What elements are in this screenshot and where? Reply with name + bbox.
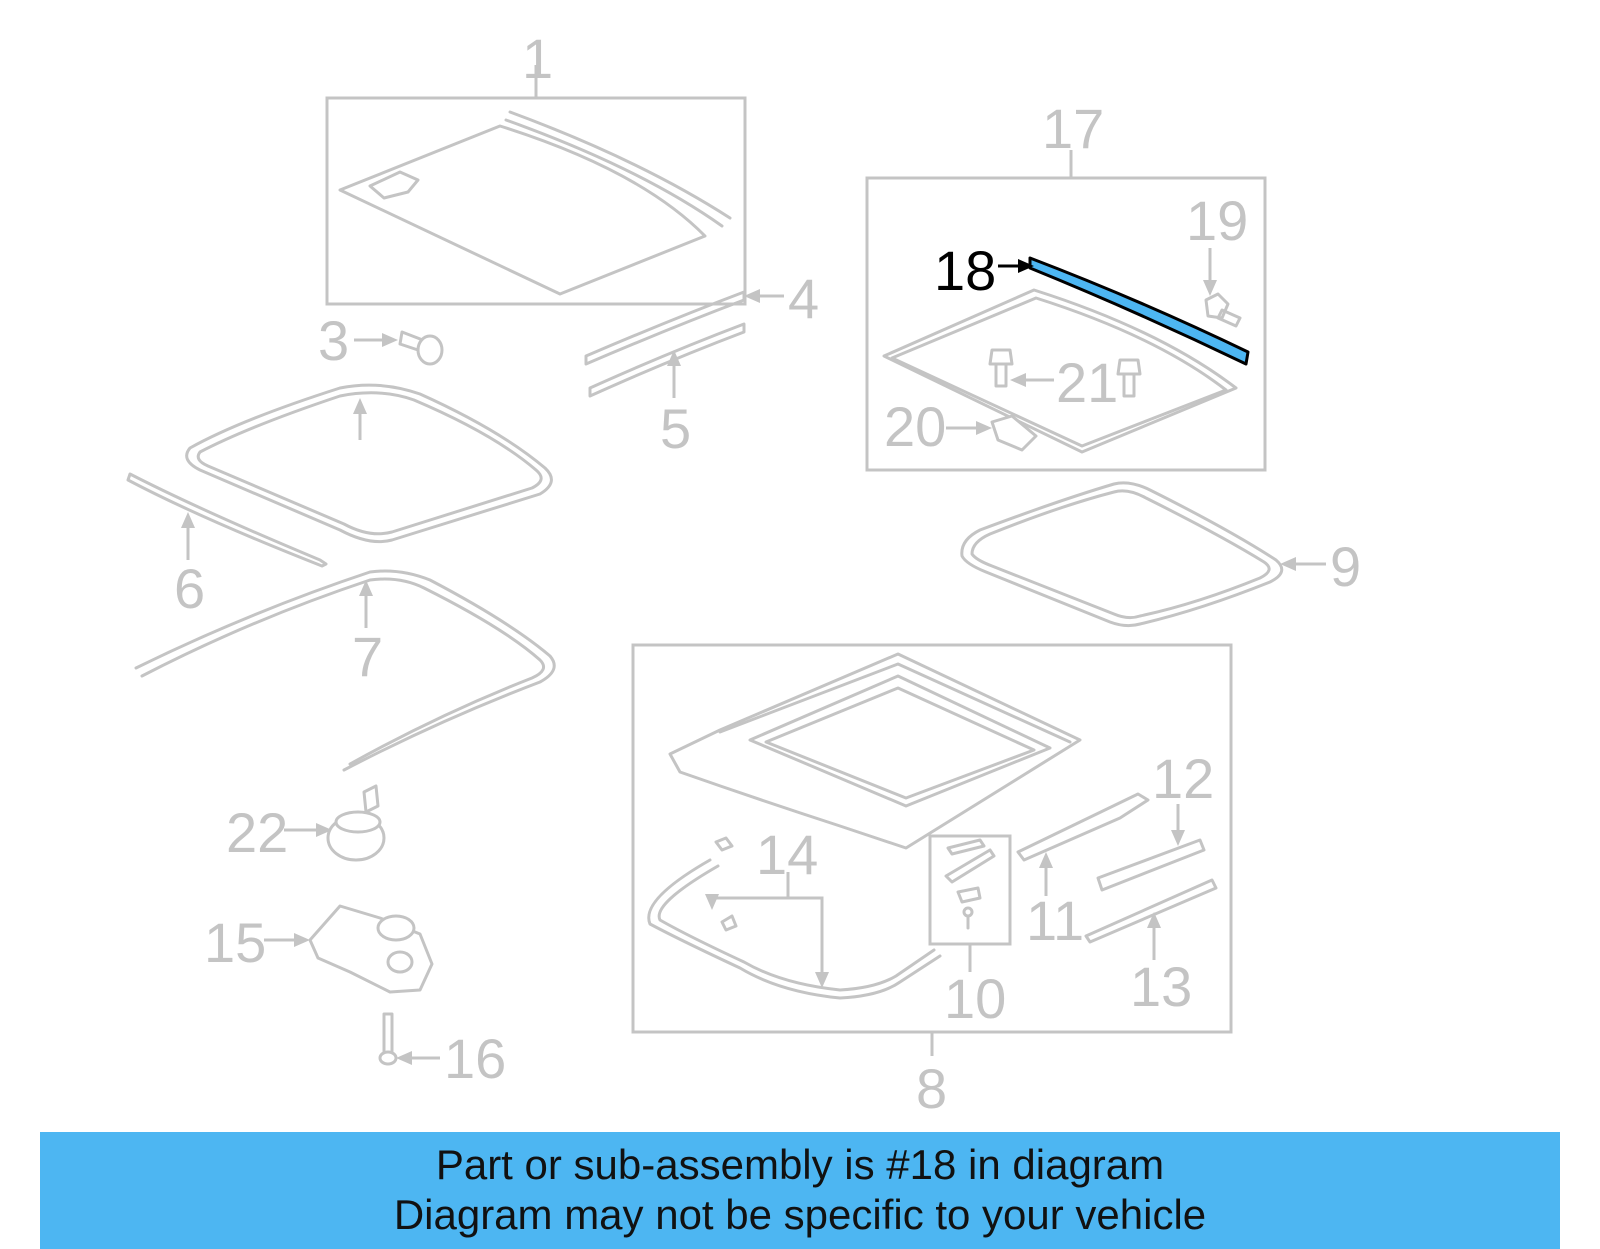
part-17-panel-assembly (865, 150, 1267, 472)
callout-5: 5 (660, 397, 691, 460)
part-15-motor-housing (264, 904, 434, 994)
callout-17: 17 (1042, 97, 1104, 160)
callout-4: 4 (788, 267, 819, 330)
part-6-strip (126, 472, 328, 568)
part-1-glass-assembly (325, 65, 747, 306)
part-9-frame (960, 481, 1326, 628)
callout-20: 20 (884, 395, 946, 458)
part-16-screw (378, 1012, 440, 1066)
callout-9: 9 (1330, 535, 1361, 598)
part-19-bolt (1203, 248, 1242, 328)
callout-6: 6 (174, 557, 205, 620)
info-banner: Part or sub-assembly is #18 in diagram D… (40, 1132, 1560, 1249)
part-18-rail-highlighted[interactable] (998, 256, 1250, 366)
part-13-guide (1084, 878, 1218, 960)
callout-21: 21 (1056, 351, 1118, 414)
banner-line-1: Part or sub-assembly is #18 in diagram (435, 1141, 1165, 1188)
part-4-strip (584, 289, 784, 366)
part-10-clip-kit (928, 834, 1012, 972)
parts-diagram: 1 3 4 5 6 7 (126, 27, 1361, 1120)
callout-7: 7 (352, 625, 383, 688)
part-seal-frame (185, 383, 553, 544)
part-8-frame-assembly (631, 643, 1233, 1056)
banner-line-2: Diagram may not be specific to your vehi… (393, 1191, 1207, 1238)
callout-15: 15 (204, 911, 266, 974)
callout-19: 19 (1186, 189, 1248, 252)
callout-16: 16 (444, 1027, 506, 1090)
callout-10: 10 (944, 967, 1006, 1030)
callout-22: 22 (226, 801, 288, 864)
callout-3: 3 (318, 309, 349, 372)
callout-13: 13 (1130, 955, 1192, 1018)
part-7-weatherstrip (134, 569, 556, 772)
callout-8: 8 (916, 1057, 947, 1120)
part-5-strip (588, 322, 746, 398)
callout-11: 11 (1026, 889, 1084, 952)
part-20-bracket (946, 414, 1038, 452)
part-14-cables (647, 836, 942, 1000)
part-11-rail (1016, 792, 1150, 896)
part-22-motor (284, 784, 386, 862)
callout-14: 14 (756, 823, 818, 886)
callout-18: 18 (934, 239, 996, 302)
callout-12: 12 (1152, 747, 1214, 810)
part-12-guide (1096, 804, 1206, 892)
part-21-stud (988, 348, 1142, 398)
callout-1: 1 (522, 27, 553, 90)
part-3-bolt (354, 330, 444, 366)
